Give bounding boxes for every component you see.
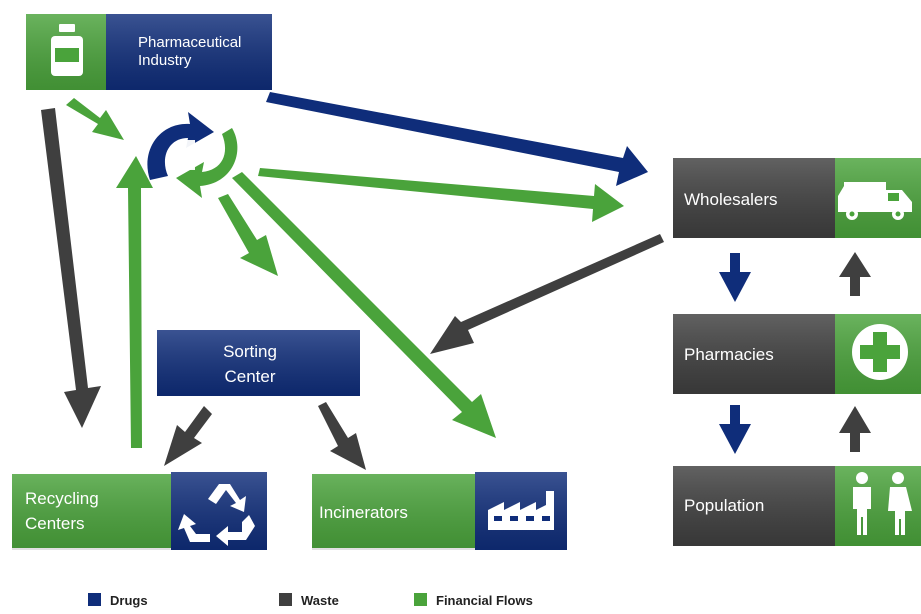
recycling-symbol-icon bbox=[178, 484, 255, 546]
people-icon bbox=[853, 472, 912, 535]
flow-arrows bbox=[41, 92, 871, 470]
population-label: Population bbox=[684, 496, 764, 515]
arrow-drugs-wholesalers-to-pharmacies bbox=[719, 253, 751, 302]
arrow-financial-cycle-to-sorting bbox=[218, 194, 278, 276]
legend-swatch-waste bbox=[279, 593, 292, 606]
arrow-waste-sorting-to-incinerators bbox=[318, 402, 366, 470]
arrow-drugs-pharma-to-wholesalers bbox=[266, 92, 648, 186]
legend-item-waste: Waste bbox=[279, 593, 339, 608]
legend-swatch-drugs bbox=[88, 593, 101, 606]
pharmacies-label: Pharmacies bbox=[684, 345, 774, 364]
arrow-waste-population-to-pharmacies bbox=[839, 406, 871, 452]
arrow-drugs-pharmacies-to-population bbox=[719, 405, 751, 454]
pharma-label-line1: Pharmaceutical bbox=[138, 34, 241, 51]
recycling-label-line1: Recycling bbox=[25, 489, 99, 508]
arrow-financial-cycle-to-wholesalers bbox=[258, 168, 624, 222]
arrow-waste-pharmacies-to-wholesalers bbox=[839, 252, 871, 296]
arrow-waste-sorting-to-recycling bbox=[164, 406, 212, 466]
legend-label-drugs: Drugs bbox=[110, 593, 148, 608]
legend-swatch-financial bbox=[414, 593, 427, 606]
medical-cross-icon bbox=[852, 324, 908, 380]
legend-item-financial-flows: Financial Flows bbox=[414, 593, 533, 608]
arrow-waste-wholesalers-to-incinerator-path bbox=[430, 234, 664, 354]
wholesalers-label: Wholesalers bbox=[684, 190, 778, 209]
node-pharmaceutical-industry: Pharmaceutical Industry bbox=[26, 14, 272, 90]
node-population: Population bbox=[673, 466, 921, 546]
arrow-financial-recycling-to-cycle bbox=[116, 156, 153, 448]
node-incinerators: Incinerators bbox=[312, 472, 567, 550]
legend: Drugs Waste Financial Flows bbox=[88, 593, 533, 608]
incinerators-label: Incinerators bbox=[319, 503, 408, 522]
arrow-financial-cycle-to-incinerators bbox=[232, 172, 496, 438]
recycle-cross-cycle-icon bbox=[147, 112, 238, 198]
sorting-label-line2: Center bbox=[224, 367, 275, 386]
delivery-van-icon bbox=[838, 182, 912, 220]
legend-label-financial-flows: Financial Flows bbox=[436, 593, 533, 608]
arrow-waste-pharma-to-recycling bbox=[41, 108, 101, 428]
pharma-label-line2: Industry bbox=[138, 52, 192, 69]
medicine-bottle-icon bbox=[51, 24, 83, 76]
recycling-label-line2: Centers bbox=[25, 514, 85, 533]
sorting-label-line1: Sorting bbox=[223, 342, 277, 361]
factory-icon bbox=[488, 491, 554, 530]
node-wholesalers: Wholesalers bbox=[673, 158, 921, 238]
arrow-financial-pharma-to-cycle bbox=[66, 98, 124, 140]
node-recycling-centers: Recycling Centers bbox=[12, 472, 267, 550]
legend-label-waste: Waste bbox=[301, 593, 339, 608]
node-pharmacies: Pharmacies bbox=[673, 314, 921, 394]
node-sorting-center: Sorting Center bbox=[157, 330, 360, 396]
legend-item-drugs: Drugs bbox=[88, 593, 148, 608]
